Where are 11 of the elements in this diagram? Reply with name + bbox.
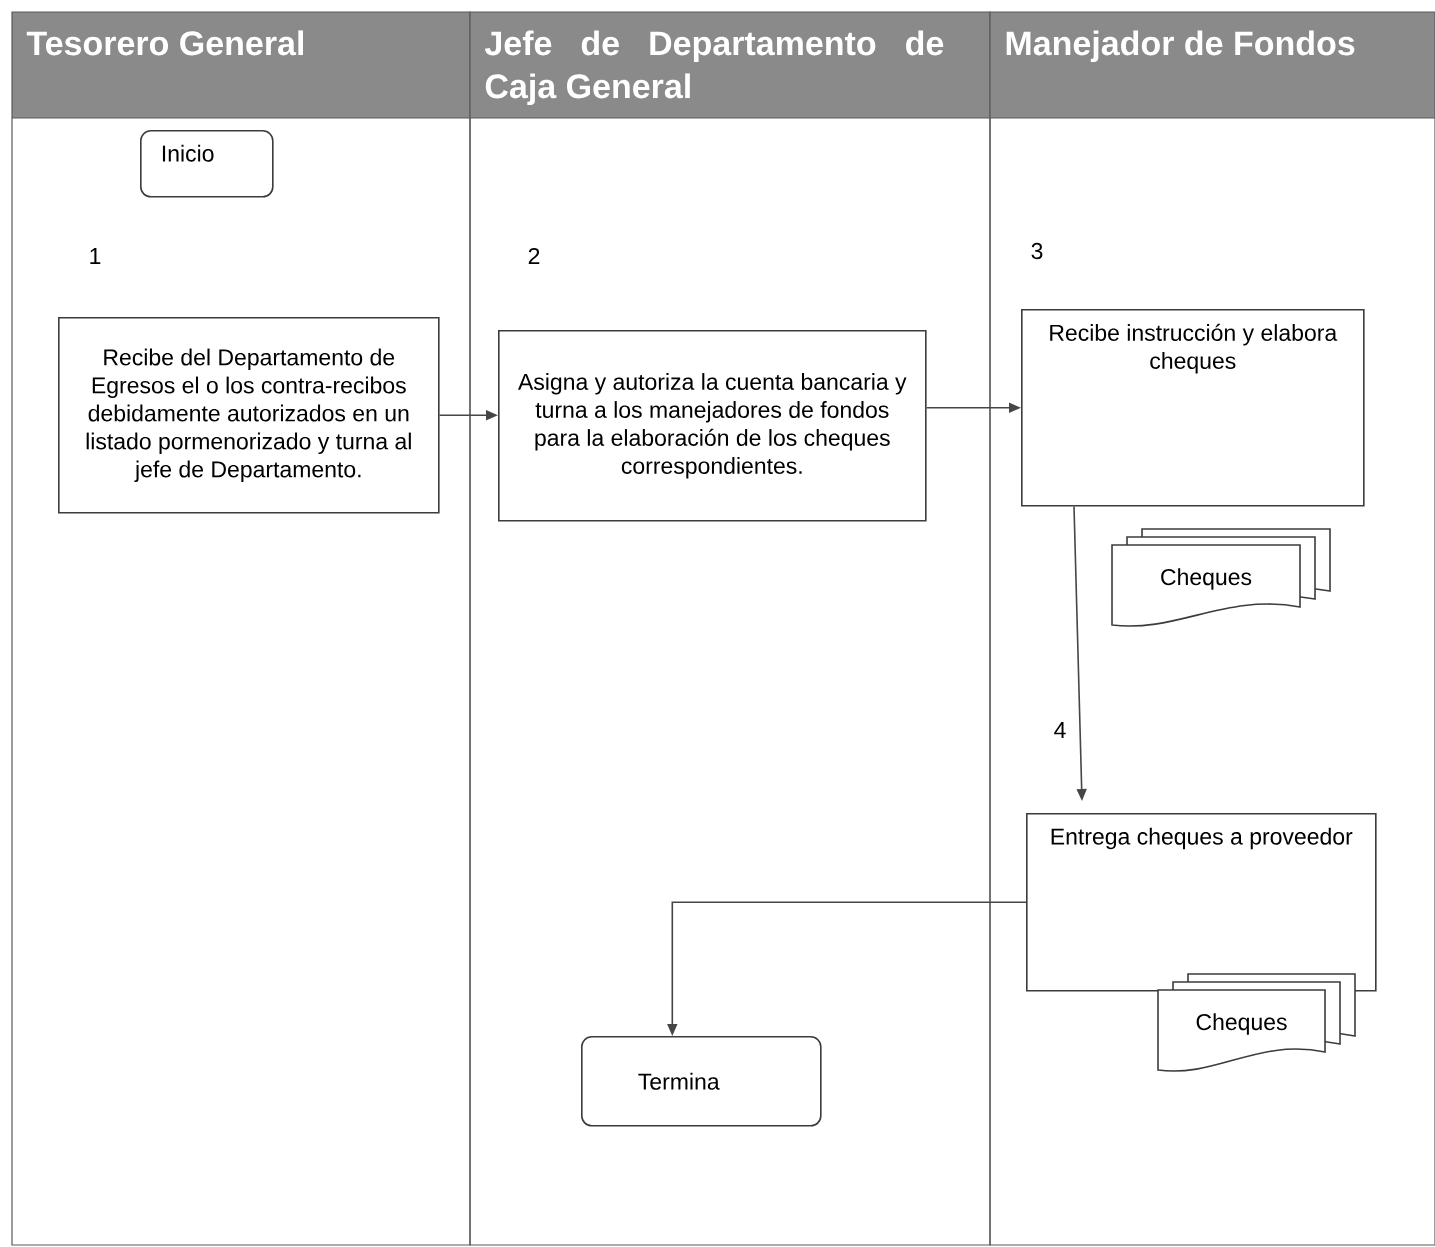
step-number: 2 [528, 247, 540, 265]
terminator-box: Inicio [140, 130, 274, 198]
document-stack: Cheques [1111, 528, 1331, 627]
process-box: Recibe del Departamento de Egresos el o los contra-recibos debidamente autorizados en un listado pormenorizado y turna al jefe de Departamento. [58, 317, 440, 514]
step-number: 1 [90, 248, 101, 264]
terminator-box: Termina [581, 1036, 822, 1127]
step-number: 4 [1054, 722, 1066, 738]
document-stack: Cheques [1157, 973, 1356, 1072]
step-number: 3 [1031, 242, 1043, 260]
process-box: Recibe instrucción y elabora cheques [1021, 309, 1365, 507]
process-box: Asigna y autoriza la cuenta bancaria y turna a los manejadores de fondos para la elaboración de los cheques correspondientes. [498, 330, 927, 522]
